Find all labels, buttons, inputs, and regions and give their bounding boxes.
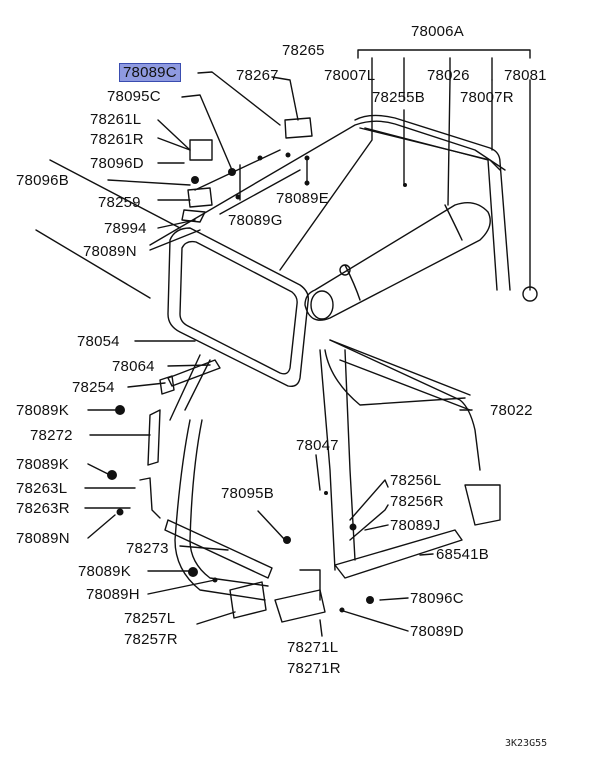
bracket-78257 (229, 581, 267, 619)
part-78081[interactable]: 78081 (504, 67, 547, 84)
part-78261L[interactable]: 78261L (90, 111, 142, 128)
rolled-window (304, 202, 491, 321)
part-78064[interactable]: 78064 (112, 358, 155, 375)
bump-stop-78081 (522, 286, 538, 302)
part-78095C[interactable]: 78095C (107, 88, 161, 105)
part-78257R[interactable]: 78257R (124, 631, 178, 648)
part-78089G[interactable]: 78089G (228, 212, 283, 229)
part-68541B[interactable]: 68541B (436, 546, 489, 563)
part-78256L[interactable]: 78256L (390, 472, 442, 489)
part-78026[interactable]: 78026 (427, 67, 470, 84)
part-78022[interactable]: 78022 (490, 402, 533, 419)
part-78047[interactable]: 78047 (296, 437, 339, 454)
rear-window-frame (167, 227, 310, 388)
part-78089D[interactable]: 78089D (410, 623, 464, 640)
part-78265[interactable]: 78265 (282, 42, 325, 59)
part-78089H[interactable]: 78089H (86, 586, 140, 603)
roll-bar-frame (354, 114, 511, 291)
sill-68541B (334, 529, 463, 579)
part-78054[interactable]: 78054 (77, 333, 120, 350)
part-78994[interactable]: 78994 (104, 220, 147, 237)
part-78259[interactable]: 78259 (98, 194, 141, 211)
part-78261R[interactable]: 78261R (90, 131, 144, 148)
part-78089N-upper[interactable]: 78089N (83, 243, 137, 260)
part-78271L[interactable]: 78271L (287, 639, 339, 656)
part-78096B[interactable]: 78096B (16, 172, 69, 189)
part-78255B[interactable]: 78255B (372, 89, 425, 106)
drawing-code: 3K23G55 (505, 738, 548, 749)
part-78089J[interactable]: 78089J (390, 517, 441, 534)
part-78089N-lower[interactable]: 78089N (16, 530, 70, 547)
part-78089K-b[interactable]: 78089K (16, 456, 69, 473)
part-78089K-c[interactable]: 78089K (78, 563, 131, 580)
part-78089K-a[interactable]: 78089K (16, 402, 69, 419)
side-rail-right (329, 339, 481, 471)
part-78089C-highlighted[interactable]: 78089C (119, 63, 181, 82)
soft-top-roof (149, 120, 506, 246)
part-78089E[interactable]: 78089E (276, 190, 329, 207)
part-78263L[interactable]: 78263L (16, 480, 68, 497)
part-78254[interactable]: 78254 (72, 379, 115, 396)
part-78271R[interactable]: 78271R (287, 660, 341, 677)
trim-78273 (164, 519, 273, 579)
part-78273[interactable]: 78273 (126, 540, 169, 557)
part-78257L[interactable]: 78257L (124, 610, 176, 627)
part-78006A[interactable]: 78006A (411, 23, 464, 40)
part-78256R[interactable]: 78256R (390, 493, 444, 510)
part-78095B[interactable]: 78095B (221, 485, 274, 502)
trim-78272 (147, 409, 161, 466)
part-78267[interactable]: 78267 (236, 67, 279, 84)
part-78007R[interactable]: 78007R (460, 89, 514, 106)
bracket-78271 (274, 589, 326, 623)
part-78007L[interactable]: 78007L (324, 67, 376, 84)
part-78096C[interactable]: 78096C (410, 590, 464, 607)
part-78272[interactable]: 78272 (30, 427, 73, 444)
part-78096D[interactable]: 78096D (90, 155, 144, 172)
part-78263R[interactable]: 78263R (16, 500, 70, 517)
bolt-icon (228, 168, 236, 176)
